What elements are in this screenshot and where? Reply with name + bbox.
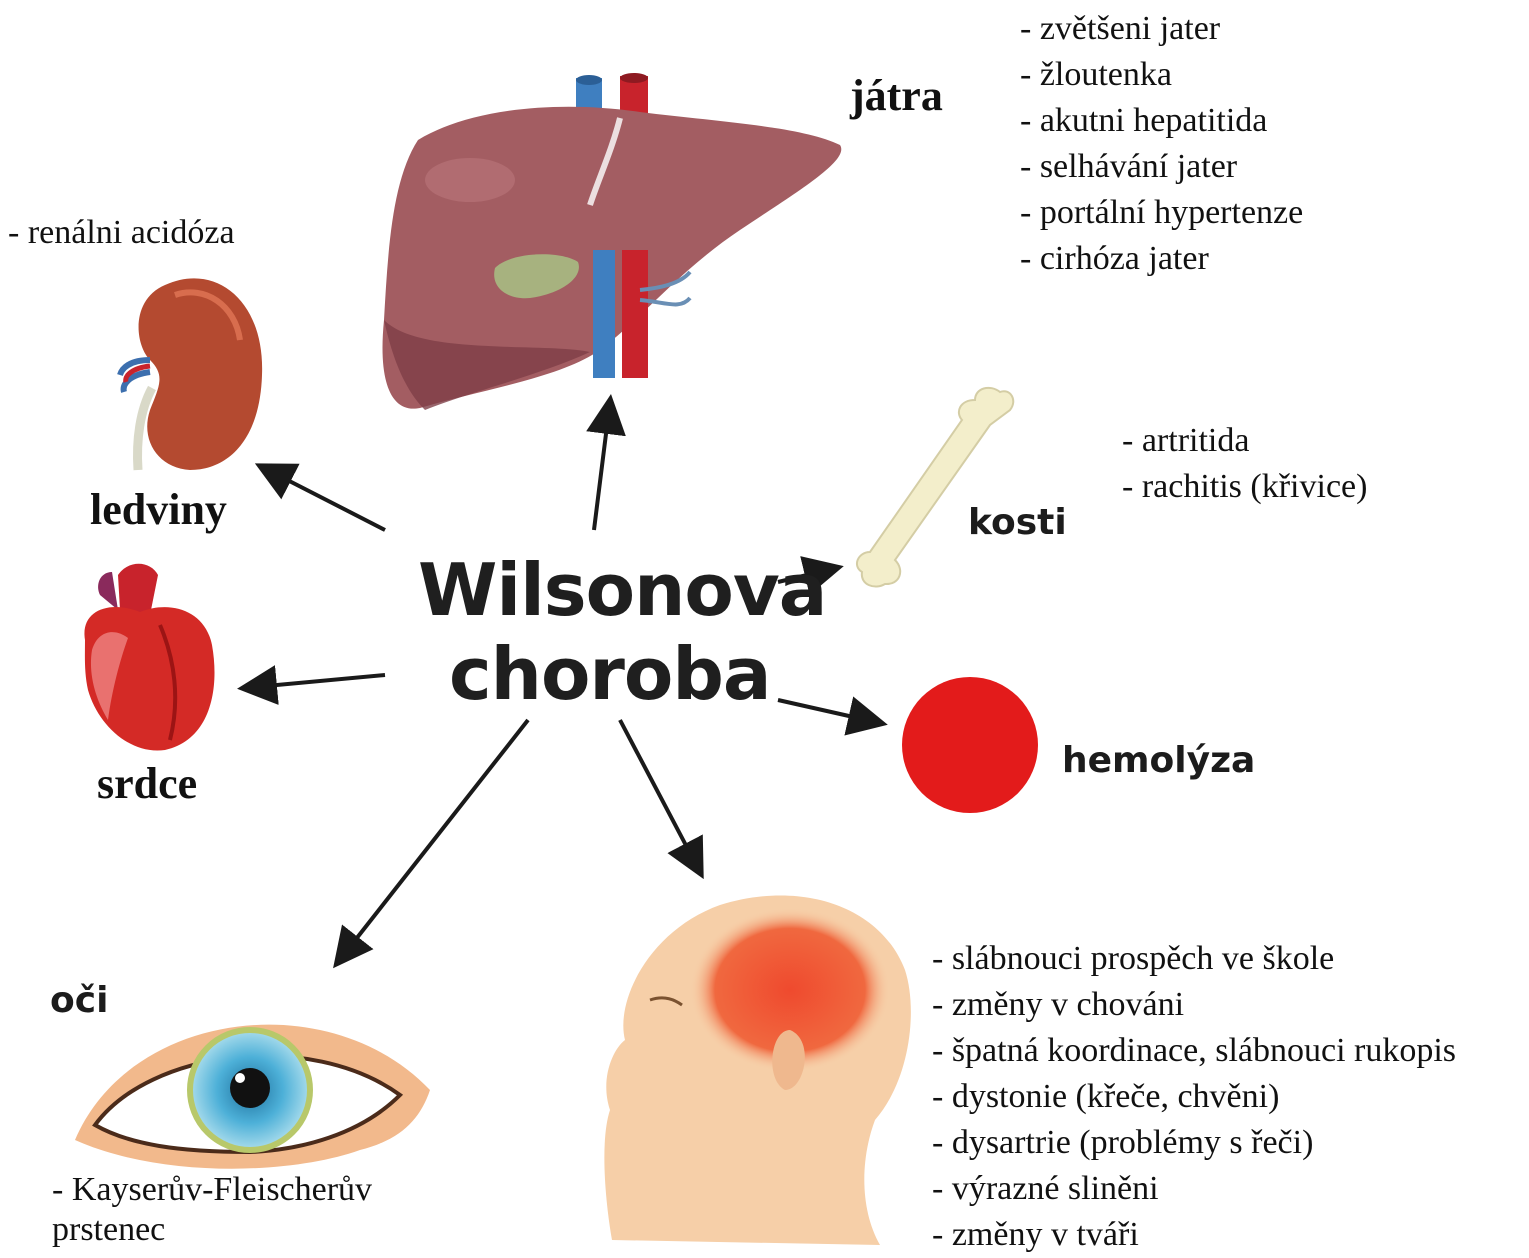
kidney-symptom-list: renálni acidóza <box>8 210 235 256</box>
arrow-to-blood <box>778 700 880 723</box>
head-illustration <box>604 895 911 1245</box>
list-item: artritida <box>1122 418 1367 464</box>
list-item: akutni hepatitida <box>1020 98 1303 144</box>
heart-label: srdce <box>97 758 197 809</box>
red-blood-cell-illustration <box>902 677 1038 813</box>
list-item: selhávání jater <box>1020 144 1303 190</box>
blood-label: hemolýza <box>1062 740 1255 781</box>
list-item: rachitis (křivice) <box>1122 464 1367 510</box>
title-line-2: choroba <box>449 632 771 716</box>
list-item: žloutenka <box>1020 52 1303 98</box>
eye-label: oči <box>50 980 108 1021</box>
list-item: renálni acidóza <box>8 210 235 256</box>
list-item: cirhóza jater <box>1020 236 1303 282</box>
list-item: změny v tváři <box>932 1212 1456 1258</box>
kidney-label: ledviny <box>90 484 227 535</box>
brain-symptom-list: slábnouci prospěch ve škole změny v chov… <box>932 936 1456 1258</box>
bone-label: kosti <box>968 502 1067 543</box>
kidney-illustration <box>120 278 262 470</box>
eye-illustration <box>75 1025 430 1169</box>
arrow-to-liver <box>594 402 610 530</box>
list-item: portální hypertenze <box>1020 190 1303 236</box>
bone-symptom-list: artritida rachitis (křivice) <box>1122 418 1367 510</box>
list-item: zvětšeni jater <box>1020 6 1303 52</box>
liver-illustration <box>383 73 842 410</box>
arrow-to-brain <box>620 720 700 872</box>
eye-symptom-line-1: - Kayserův-Fleischerův <box>52 1168 372 1212</box>
list-item: výrazné sliněni <box>932 1166 1456 1212</box>
arrow-to-heart <box>245 675 385 688</box>
eye-symptom-line-2: prstenec <box>52 1208 165 1252</box>
liver-label: játra <box>850 70 943 121</box>
list-item: dysartrie (problémy s řeči) <box>932 1120 1456 1166</box>
heart-illustration <box>84 564 214 751</box>
bone-illustration <box>857 388 1013 587</box>
arrow-to-kidney <box>262 467 385 530</box>
title-line-1: Wilsonova <box>418 548 826 632</box>
list-item: změny v chováni <box>932 982 1456 1028</box>
list-item: dystonie (křeče, chvěni) <box>932 1074 1456 1120</box>
arrow-to-eye <box>338 720 528 962</box>
list-item: špatná koordinace, slábnouci rukopis <box>932 1028 1456 1074</box>
list-item: slábnouci prospěch ve škole <box>932 936 1456 982</box>
liver-symptom-list: zvětšeni jater žloutenka akutni hepatiti… <box>1020 6 1303 282</box>
